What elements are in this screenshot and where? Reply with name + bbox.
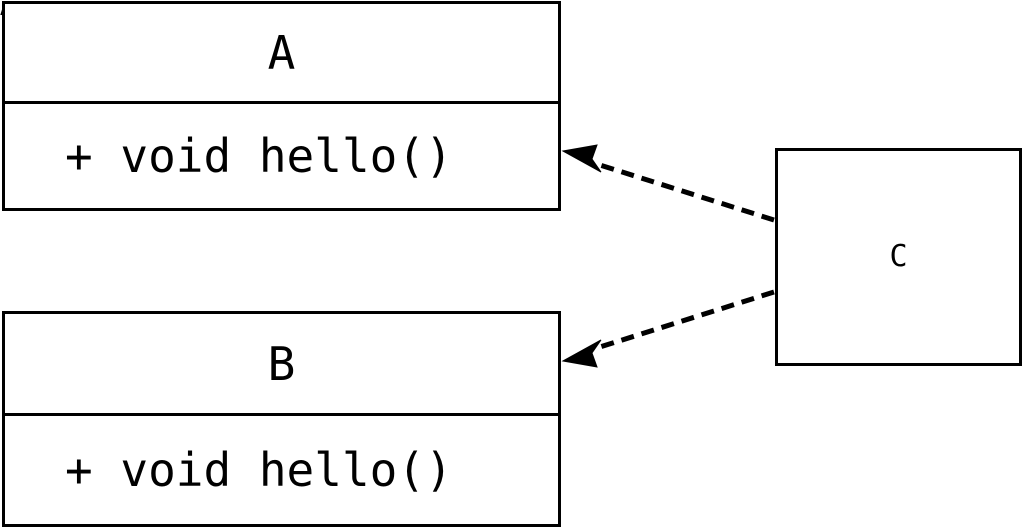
uml-class-b[interactable]: B + void hello()	[2, 311, 561, 527]
class-a-members-compartment: + void hello()	[5, 104, 558, 208]
class-b-members-compartment: + void hello()	[5, 416, 558, 524]
class-b-name-compartment: B	[5, 314, 558, 416]
uml-class-c[interactable]: C	[775, 148, 1022, 366]
class-b-member-hello: + void hello()	[65, 443, 453, 497]
relationship-c-to-a-arrowhead	[561, 144, 602, 173]
class-a-name-compartment: A	[5, 4, 558, 104]
class-b-name: B	[267, 336, 296, 391]
relationship-c-to-b[interactable]	[561, 289, 775, 368]
relationship-c-to-b-arrowhead	[561, 339, 602, 368]
relationship-c-to-a[interactable]	[561, 144, 775, 223]
class-c-name: C	[889, 239, 908, 274]
relationship-c-to-b-line	[599, 289, 775, 350]
class-a-member-hello: + void hello()	[65, 129, 453, 183]
class-a-name: A	[267, 25, 296, 80]
uml-class-a[interactable]: A + void hello()	[2, 1, 561, 211]
relationship-c-to-a-line	[599, 162, 775, 223]
